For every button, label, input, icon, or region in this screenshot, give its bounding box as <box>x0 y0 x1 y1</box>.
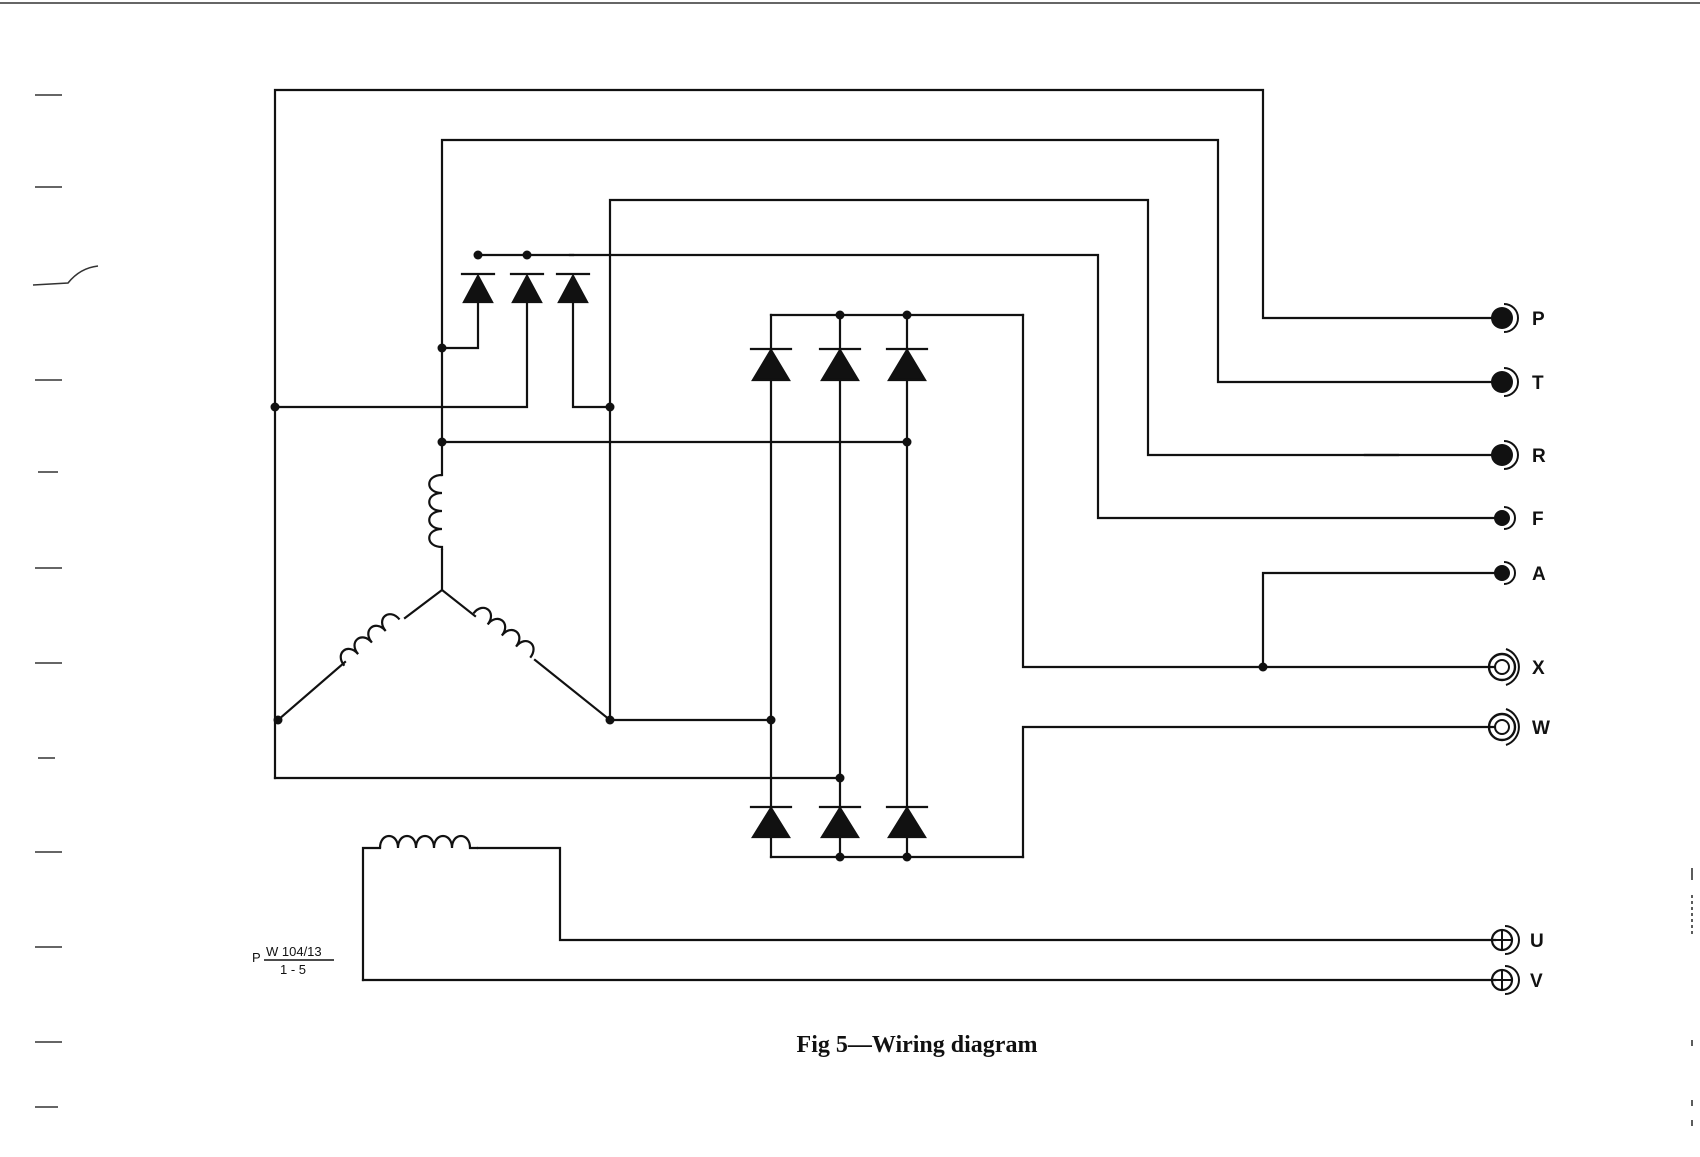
terminal-label-U: U <box>1530 931 1544 952</box>
stator-winding-top <box>428 473 444 550</box>
terminal-W: W <box>1487 708 1550 746</box>
reference-denominator: 1 - 5 <box>280 962 306 977</box>
wires <box>273 88 1497 982</box>
terminal-label-W: W <box>1532 718 1550 739</box>
main-diodes-lower <box>749 805 929 839</box>
terminal-A: A <box>1494 561 1546 585</box>
reference-numerator: W 104/13 <box>266 944 322 959</box>
terminal-V: V <box>1490 965 1543 995</box>
terminal-label-T: T <box>1532 373 1544 394</box>
terminal-P: P <box>1491 303 1545 333</box>
terminal-label-A: A <box>1532 564 1546 585</box>
terminal-label-P: P <box>1532 309 1545 330</box>
terminal-label-R: R <box>1532 446 1546 467</box>
terminal-label-F: F <box>1532 509 1544 530</box>
terminal-R: R <box>1491 440 1546 470</box>
field-winding-coil <box>378 834 478 850</box>
figure-caption: Fig 5—Wiring diagram <box>797 1032 1038 1058</box>
terminal-U: U <box>1490 925 1544 955</box>
stator-winding-right <box>472 606 535 659</box>
terminal-F: F <box>1494 506 1544 530</box>
margin-marks <box>0 2 1700 1108</box>
main-diodes-upper <box>749 347 929 382</box>
field-diodes <box>460 272 591 304</box>
terminal-T: T <box>1491 367 1544 397</box>
drawing-reference: P W 104/13 1 - 5 <box>252 944 334 977</box>
terminal-X: X <box>1487 648 1545 686</box>
junction-dots <box>270 250 1268 862</box>
terminal-label-X: X <box>1532 658 1545 679</box>
terminal-label-V: V <box>1530 971 1543 992</box>
stator-winding-left <box>339 613 401 667</box>
reference-prefix: P <box>252 950 261 965</box>
